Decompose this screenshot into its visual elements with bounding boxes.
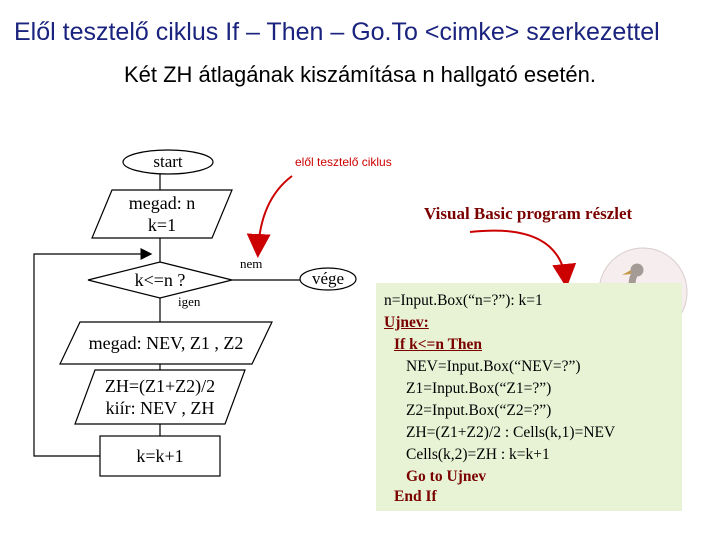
input-n-shape bbox=[91, 189, 233, 239]
start-label: start bbox=[153, 152, 183, 171]
code-line-7: ZH=(Z1+Z2)/2 : Cells(k,1)=NEV bbox=[406, 424, 616, 441]
compute-line2: kiír: NEV , ZH bbox=[105, 398, 215, 418]
no-label: nem bbox=[240, 256, 263, 271]
code-line-1: n=Input.Box(“n=?”): k=1 bbox=[384, 292, 543, 309]
code-line-5: Z1=Input.Box(“Z1=?”) bbox=[406, 380, 552, 397]
loop-back-line bbox=[33, 248, 153, 457]
slide-subtitle: Két ZH átlagának kiszámítása n hallgató … bbox=[123, 62, 597, 87]
compute-line1: ZH=(Z1+Z2)/2 bbox=[104, 376, 216, 396]
end-label: vége bbox=[311, 269, 345, 288]
compute-shape bbox=[74, 369, 246, 425]
increment-box bbox=[99, 435, 221, 477]
code-line-3: If k<=n Then bbox=[394, 336, 483, 353]
pretest-loop-annotation: elől tesztelő ciklus bbox=[295, 155, 392, 169]
code-line-8: Cells(k,2)=ZH : k=k+1 bbox=[406, 446, 550, 463]
pretest-loop-arrow bbox=[246, 175, 293, 258]
end-terminal bbox=[299, 267, 357, 291]
vb-excerpt-arrow bbox=[469, 229, 577, 288]
code-line-2: Ujnev: bbox=[384, 314, 429, 331]
compute-text: ZH=(Z1+Z2)/2 kiír: NEV , ZH bbox=[75, 372, 245, 422]
code-line-4: NEV=Input.Box(“NEV=?”) bbox=[406, 358, 581, 375]
code-line-6: Z2=Input.Box(“Z2=?”) bbox=[406, 402, 552, 419]
condition-label: k<=n ? bbox=[134, 270, 186, 290]
code-line-10: End If bbox=[394, 488, 437, 505]
yes-label: igen bbox=[178, 294, 201, 309]
slide-title: Elől tesztelő ciklus If – Then – Go.To <… bbox=[14, 18, 660, 46]
input-data-label: megad: NEV, Z1 , Z2 bbox=[88, 333, 244, 353]
code-line-9: Go to Ujnev bbox=[406, 468, 487, 485]
input-n-line1: megad: n bbox=[128, 193, 196, 213]
input-n-line2: k=1 bbox=[147, 215, 177, 235]
input-data-shape bbox=[59, 321, 273, 365]
input-n-text: megad: n k=1 bbox=[92, 192, 232, 236]
vb-excerpt-annotation: Visual Basic program részlet bbox=[424, 204, 633, 223]
start-terminal bbox=[122, 149, 214, 175]
increment-label: k=k+1 bbox=[136, 446, 184, 466]
code-panel: n=Input.Box(“n=?”): k=1 Ujnev: If k<=n T… bbox=[376, 283, 682, 511]
